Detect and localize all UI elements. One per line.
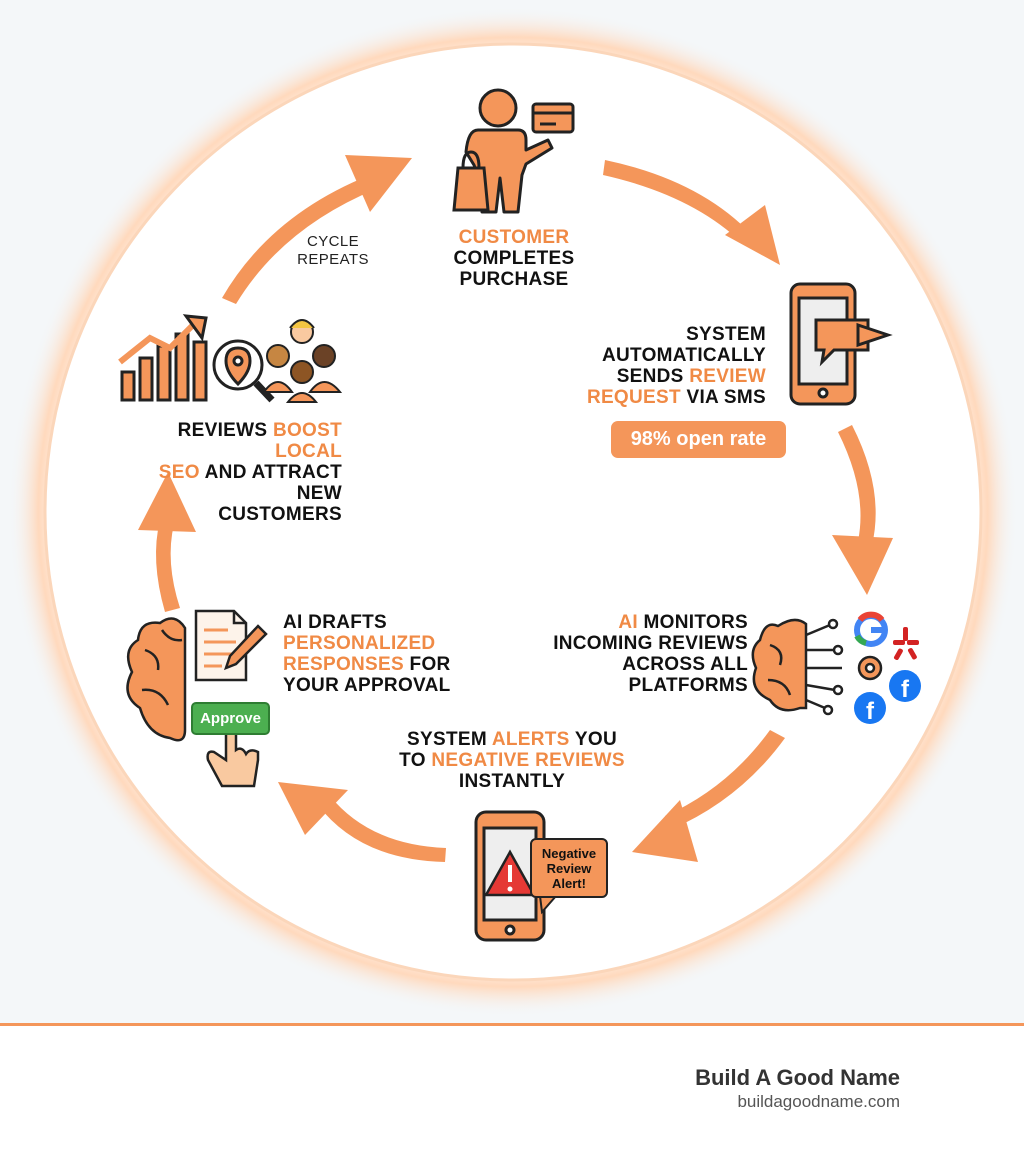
- location-magnifier-icon: [212, 339, 275, 403]
- alert-line-1: Negative: [541, 846, 597, 861]
- document-pen-icon: [194, 609, 268, 682]
- highlight-text: NEGATIVE REVIEWS: [431, 750, 625, 771]
- negative-review-alert-bubble: Negative Review Alert!: [530, 838, 608, 898]
- label-text: INCOMING REVIEWS: [553, 633, 748, 654]
- highlight-text: REVIEW: [689, 366, 766, 387]
- label-line: AI DRAFTS: [283, 612, 483, 633]
- label-line: PURCHASE: [432, 269, 596, 290]
- brand-name: Build A Good Name: [695, 1065, 900, 1090]
- yelp-icon: [893, 627, 919, 660]
- label-text: PLATFORMS: [628, 675, 748, 696]
- open-rate-badge: 98% open rate: [611, 421, 786, 458]
- label-text: SYSTEM: [407, 729, 492, 750]
- warning-icon: [483, 849, 537, 897]
- highlight-text: ALERTS: [491, 729, 570, 750]
- shopping-bag-icon: [452, 150, 490, 212]
- label-line: COMPLETES: [432, 248, 596, 269]
- label-line: YOUR APPROVAL: [283, 675, 483, 696]
- label-text: REVIEWS: [177, 420, 273, 441]
- label-text: SYSTEM: [686, 324, 766, 345]
- alert-line-2: Review: [546, 861, 592, 876]
- label-line: PLATFORMS: [530, 675, 748, 696]
- label-text: TO: [399, 750, 432, 771]
- highlight-text: AI: [618, 612, 638, 633]
- label-line: SYSTEM ALERTS YOU: [392, 729, 632, 750]
- highlight-text: REQUEST: [586, 387, 681, 408]
- label-text: INSTANTLY: [458, 771, 566, 792]
- brand-url-link[interactable]: buildagoodname.com: [737, 1092, 900, 1111]
- label-line: INSTANTLY: [392, 771, 632, 792]
- label-line: SENDS REVIEW: [570, 366, 766, 387]
- label-line: SEO AND ATTRACT NEW: [108, 462, 342, 504]
- label-line: CUSTOMER: [432, 227, 596, 248]
- arrow-alert-to-drafts: [278, 782, 446, 862]
- highlight-text: PERSONALIZED: [283, 633, 436, 654]
- svg-text:f: f: [901, 676, 910, 703]
- cycle-note-line-1: CYCLE: [306, 233, 360, 250]
- label-text: AND ATTRACT NEW: [199, 462, 342, 504]
- label-text: COMPLETES: [453, 248, 575, 269]
- label-line: INCOMING REVIEWS: [530, 633, 748, 654]
- label-line: PERSONALIZED: [283, 633, 483, 654]
- label-text: AI DRAFTS: [283, 612, 388, 633]
- credit-card-icon: [531, 102, 575, 134]
- cycle-arrows: [138, 155, 893, 862]
- label-text: PURCHASE: [459, 269, 569, 290]
- cycle-repeats-note: CYCLE REPEATS: [290, 233, 376, 269]
- highlight-text: RESPONSES: [283, 654, 404, 675]
- growth-chart-icon: [118, 314, 208, 402]
- highlight-text: CUSTOMER: [458, 227, 570, 248]
- arrow-seo-to-purchase: [222, 155, 412, 304]
- label-line: REQUEST VIA SMS: [570, 387, 766, 408]
- cycle-note-line-2: REPEATS: [297, 251, 369, 268]
- label-text: YOU: [569, 729, 617, 750]
- people-group-icon: [262, 319, 343, 403]
- google-icon: [854, 611, 888, 647]
- label-text: ACROSS ALL: [622, 654, 748, 675]
- label-line: AUTOMATICALLY: [570, 345, 766, 366]
- arrow-drafts-to-seo: [138, 472, 196, 612]
- phone-sms-icon: [789, 282, 893, 406]
- highlight-text: SEO: [158, 462, 200, 483]
- footer-bar: [0, 1023, 1024, 1157]
- approve-button[interactable]: Approve: [191, 702, 270, 735]
- label-text: AUTOMATICALLY: [602, 345, 766, 366]
- label-text: VIA SMS: [680, 387, 766, 408]
- cycle-circle: [43, 42, 983, 982]
- label-text: SENDS: [616, 366, 690, 387]
- brain-icon: [126, 617, 187, 742]
- label-text: MONITORS: [637, 612, 748, 633]
- highlight-text: BOOST LOCAL: [272, 420, 342, 462]
- label-line: AI MONITORS: [530, 612, 748, 633]
- label-line: CUSTOMERS: [108, 504, 342, 525]
- arrow-monitor-to-alert: [632, 730, 785, 862]
- label-line: TO NEGATIVE REVIEWS: [392, 750, 632, 771]
- facebook-icon: f f: [854, 670, 921, 725]
- label-line: SYSTEM: [570, 324, 766, 345]
- arrow-sms-to-monitor: [832, 425, 893, 595]
- label-line: RESPONSES FOR: [283, 654, 483, 675]
- svg-text:f: f: [866, 698, 875, 725]
- label-line: ACROSS ALL: [530, 654, 748, 675]
- label-text: YOUR APPROVAL: [283, 675, 451, 696]
- label-line: REVIEWS BOOST LOCAL: [108, 420, 342, 462]
- alert-line-3: Alert!: [552, 876, 586, 891]
- arrow-purchase-to-sms: [603, 160, 780, 265]
- label-text: FOR: [403, 654, 451, 675]
- brain-network-icon: [751, 618, 883, 716]
- label-text: CUSTOMERS: [218, 504, 342, 525]
